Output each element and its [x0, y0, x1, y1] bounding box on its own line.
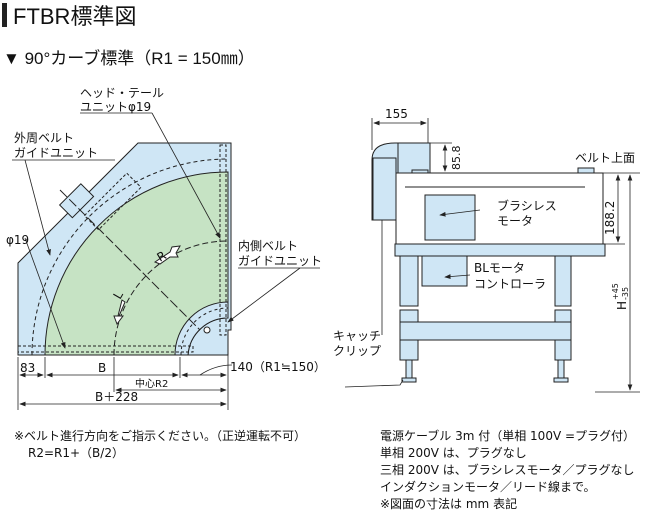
subtitle-text: 90°カーブ標準（R1 = 150㎜）: [24, 49, 255, 68]
bolt-icon: [203, 326, 211, 334]
note-direction: ※ベルト進行方向をご指示ください。（正逆運転不可）: [14, 429, 307, 443]
plan-view: [17, 142, 232, 356]
diagonal-axis: [59, 189, 201, 331]
label-inner-guide-1: 内側ベルト: [238, 239, 298, 253]
title-bar-decoration: [2, 3, 7, 27]
label-motor-2: モータ: [497, 214, 533, 228]
catch-clip-bracket: [372, 157, 397, 221]
note-induction: インダクションモータ／リード線まで。: [380, 480, 596, 494]
crossbar: [394, 243, 606, 257]
notes-left: ※ベルト進行方向をご指示ください。（正逆運転不可） R2=R1+（B/2）: [14, 428, 306, 462]
dim-H-minus: -35: [621, 287, 630, 300]
note-cable: 電源ケーブル 3m 付（単相 100V =プラグ付）: [380, 429, 636, 443]
page-title: FTBR標準図: [2, 2, 137, 29]
label-controller-1: BLモータ: [474, 261, 525, 275]
dim-140: 140（R1≒150）: [230, 360, 326, 374]
dim-B-plus-228: B＋228: [95, 390, 138, 404]
head-unit-roller: [17, 345, 194, 353]
dim-H-label: H: [615, 301, 629, 310]
plan-dimensions: [17, 340, 233, 410]
motor-unit: [58, 172, 142, 231]
center-line: [113, 240, 229, 356]
label-clip-1: キャッチ: [333, 329, 381, 343]
adjuster-right: [557, 359, 565, 379]
dim-B: B: [98, 361, 106, 375]
dim-H: H +45 -35: [611, 283, 630, 310]
dim-center-R2: 中心R2: [135, 377, 168, 390]
leg-brace: [399, 321, 572, 341]
label-belt-top: ベルト上面: [575, 151, 635, 165]
dim-H-plus: +45: [611, 283, 620, 300]
dim-85-8: 85.8: [450, 146, 463, 171]
direction-arrow-R-icon: [153, 245, 181, 265]
note-r2-formula: R2=R1+（B/2）: [28, 446, 124, 460]
side-view: [371, 142, 606, 383]
brushless-motor: [424, 194, 476, 241]
label-phi19: φ19: [6, 233, 29, 247]
inner-belt-guide: [174, 301, 229, 356]
label-outer-guide-1: 外周ベルト: [14, 131, 74, 145]
foot-left: [401, 377, 417, 383]
label-head-tail-2: ユニットφ19: [80, 100, 151, 114]
triangle-down-icon: ▼: [3, 49, 20, 68]
section-subtitle: ▼ 90°カーブ標準（R1 = 150㎜）: [3, 44, 255, 69]
label-motor-1: ブラシレス: [497, 198, 557, 213]
note-single-phase: 単相 200V は、プラグなし: [380, 446, 527, 460]
dim-155: 155: [385, 107, 408, 121]
note-three-phase: 三相 200V は、ブラシレスモータ／プラグなし: [380, 463, 635, 477]
adjuster-left: [405, 359, 413, 379]
label-outer-guide-2: ガイドユニット: [14, 146, 98, 160]
foot-right: [553, 377, 569, 383]
plan-leaders: [12, 112, 320, 349]
label-inner-guide-2: ガイドユニット: [238, 254, 322, 268]
tail-unit-roller: [219, 144, 227, 336]
dim-188-2: 188.2: [603, 201, 617, 235]
direction-arrow-L-icon: [113, 299, 126, 326]
outer-guide-dashed: [31, 158, 229, 356]
dim-83: 83: [20, 361, 35, 375]
label-head-tail-1: ヘッド・テール: [80, 86, 164, 100]
inner-guide-dashed: [180, 307, 229, 356]
title-text: FTBR標準図: [13, 4, 137, 29]
head-unit: [397, 142, 431, 174]
leg-right-upper: [554, 255, 572, 307]
note-units: ※図面の寸法は mm 表記: [380, 497, 518, 511]
label-controller-2: コントローラ: [474, 277, 546, 291]
side-dimensions: [344, 118, 640, 393]
notes-right: 電源ケーブル 3m 付（単相 100V =プラグ付） 単相 200V は、プラグ…: [380, 428, 635, 513]
leg-left-upper: [399, 255, 419, 307]
belt-top-plate: [577, 167, 595, 174]
motor-controller: [421, 255, 468, 287]
label-clip-2: クリップ: [333, 344, 381, 358]
